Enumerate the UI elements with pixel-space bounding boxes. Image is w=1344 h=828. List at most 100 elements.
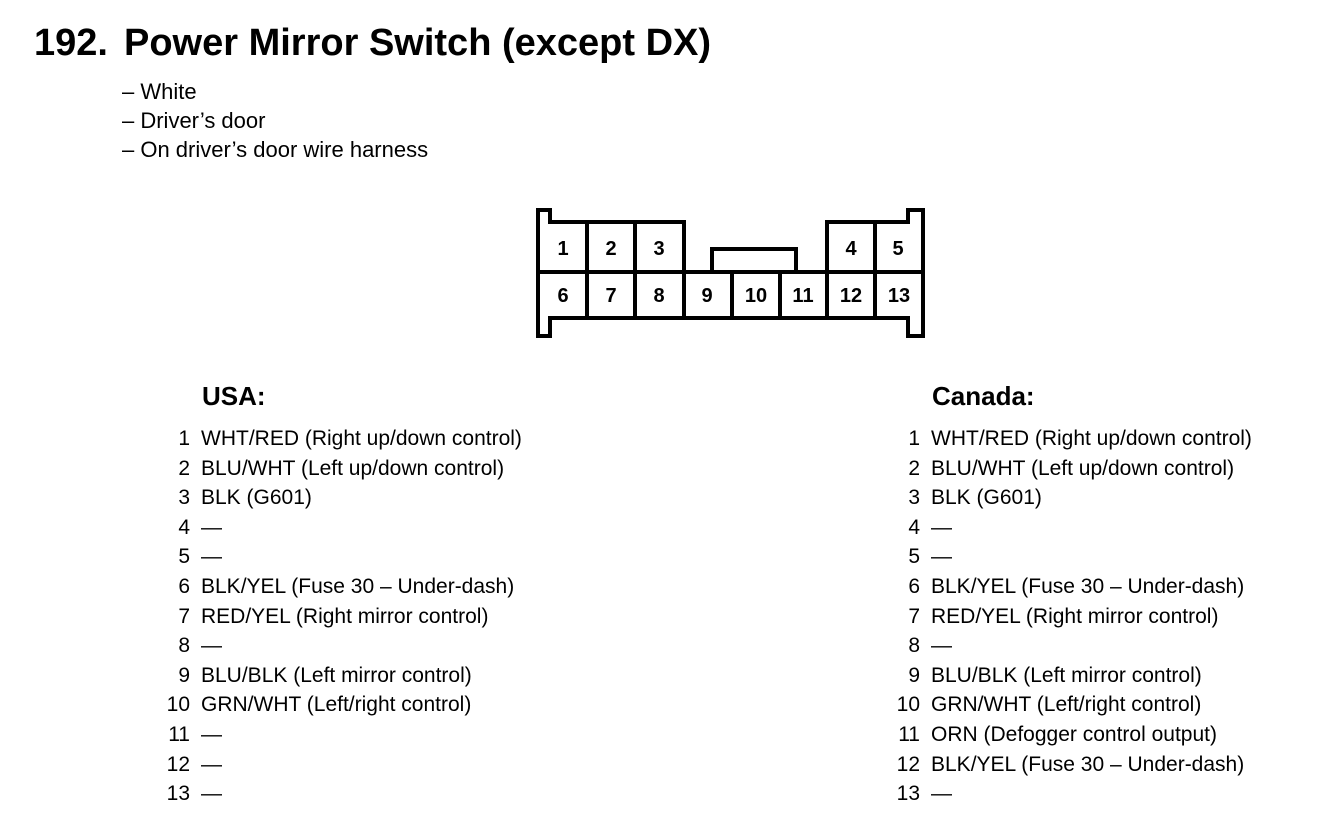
note-harness: – On driver’s door wire harness bbox=[122, 137, 429, 162]
pin-label-4: 4 bbox=[845, 238, 857, 260]
pin-description: — bbox=[201, 782, 222, 806]
pin-description: BLK (G601) bbox=[201, 486, 312, 510]
pin-number: 7 bbox=[178, 604, 190, 628]
list-item: 3 BLK (G601) bbox=[890, 483, 1042, 513]
list-item: 6 BLK/YEL (Fuse 30 – Under-dash) bbox=[160, 572, 514, 602]
list-item: 13 — bbox=[890, 779, 1035, 809]
pin-number: 11 bbox=[898, 722, 920, 746]
pin-number: 2 bbox=[908, 456, 920, 480]
pin-number: 11 bbox=[168, 722, 190, 746]
pin-number: 13 bbox=[166, 782, 190, 806]
pin-description: GRN/WHT (Left/right control) bbox=[201, 693, 472, 717]
pin-number: 1 bbox=[178, 427, 190, 450]
list-item: 1 WHT/RED (Right up/down control) bbox=[160, 424, 522, 454]
pin-number: 13 bbox=[896, 782, 920, 806]
pin-number: 9 bbox=[908, 663, 920, 687]
pin-label-1: 1 bbox=[557, 238, 568, 260]
pin-description: BLK/YEL (Fuse 30 – Under-dash) bbox=[201, 574, 515, 598]
pin-label-10: 10 bbox=[745, 285, 767, 307]
pin-number: 5 bbox=[908, 545, 920, 569]
pin-number: 6 bbox=[178, 574, 190, 598]
pin-number: 2 bbox=[178, 456, 190, 480]
list-item: 2 BLU/WHT (Left up/down control) bbox=[160, 454, 504, 484]
pin-description: BLU/BLK (Left mirror control) bbox=[931, 663, 1202, 687]
list-item: 5— bbox=[890, 542, 1035, 572]
pin-description: BLU/BLK (Left mirror control) bbox=[201, 663, 472, 687]
pin-number: 8 bbox=[178, 634, 190, 658]
page-title: 192. Power Mirror Switch (except DX) bbox=[34, 22, 711, 65]
pin-number: 12 bbox=[896, 752, 920, 776]
list-item: 8— bbox=[160, 631, 266, 661]
list-item: 8— bbox=[890, 631, 1035, 661]
pin-number: 7 bbox=[908, 604, 920, 628]
title-number: 192. bbox=[34, 22, 108, 64]
note-location: – Driver’s door bbox=[122, 108, 266, 133]
pin-number: 10 bbox=[896, 693, 920, 717]
list-item: 4— bbox=[160, 513, 266, 543]
pin-description: BLK/YEL (Fuse 30 – Under-dash) bbox=[931, 752, 1245, 776]
pin-number: 1 bbox=[908, 427, 920, 450]
pin-number: 3 bbox=[178, 486, 190, 510]
usa-heading: USA: bbox=[202, 381, 266, 411]
pin-label-2: 2 bbox=[605, 238, 616, 260]
list-item: 11 — bbox=[160, 720, 266, 750]
pin-label-7: 7 bbox=[605, 285, 616, 307]
pin-description: — bbox=[931, 782, 952, 806]
pin-description: — bbox=[931, 634, 952, 658]
pin-description: BLK/YEL (Fuse 30 – Under-dash) bbox=[931, 574, 1245, 598]
pin-description: — bbox=[931, 515, 952, 539]
pin-description: — bbox=[201, 545, 222, 569]
pin-number: 9 bbox=[178, 663, 190, 687]
list-item: 3 BLK (G601) bbox=[160, 483, 312, 513]
pin-description: RED/YEL (Right mirror control) bbox=[201, 604, 489, 628]
pin-label-3: 3 bbox=[653, 238, 664, 260]
pin-label-13: 13 bbox=[888, 285, 910, 307]
pin-description: — bbox=[201, 752, 222, 776]
pin-description: ORN (Defogger control output) bbox=[931, 722, 1217, 746]
pin-description: — bbox=[201, 515, 222, 539]
pin-number: 3 bbox=[908, 486, 920, 510]
pin-label-11: 11 bbox=[792, 285, 813, 307]
list-item: 6 BLK/YEL (Fuse 30 – Under-dash) bbox=[890, 572, 1244, 602]
pin-description: — bbox=[201, 722, 222, 746]
list-item: 4— bbox=[890, 513, 1035, 543]
list-item: 1 WHT/RED (Right up/down control) bbox=[890, 424, 1252, 454]
list-item: 2 BLU/WHT (Left up/down control) bbox=[890, 454, 1234, 484]
list-item: 5— bbox=[160, 542, 266, 572]
list-item: 11 ORN (Defogger control output) bbox=[890, 720, 1217, 750]
title-text: Power Mirror Switch (except DX) bbox=[124, 22, 712, 64]
list-item: 10 GRN/WHT (Left/right control) bbox=[160, 690, 472, 720]
pin-number: 8 bbox=[908, 634, 920, 658]
pin-description: BLU/WHT (Left up/down control) bbox=[931, 456, 1235, 480]
list-item: 9 BLU/BLK (Left mirror control) bbox=[160, 661, 471, 691]
list-item: 13 — bbox=[160, 779, 266, 809]
pin-number: 4 bbox=[908, 515, 920, 539]
connector-face-diagram: 1 2 3 4 5 6 7 8 9 10 11 12 13 bbox=[536, 208, 925, 338]
pin-description: WHT/RED (Right up/down control) bbox=[931, 427, 1252, 450]
pin-number: 4 bbox=[178, 515, 190, 539]
pin-description: WHT/RED (Right up/down control) bbox=[201, 427, 522, 450]
pin-description: — bbox=[201, 634, 222, 658]
list-item: 10 GRN/WHT (Left/right control) bbox=[890, 690, 1202, 720]
pin-number: 12 bbox=[166, 752, 190, 776]
list-item: 7 RED/YEL (Right mirror control) bbox=[160, 602, 488, 632]
list-item: 12 BLK/YEL (Fuse 30 – Under-dash) bbox=[890, 750, 1245, 780]
pin-label-12: 12 bbox=[840, 285, 862, 307]
pin-number: 6 bbox=[908, 574, 920, 598]
note-color: – White bbox=[122, 79, 197, 104]
list-item: 9 BLU/BLK (Left mirror control) bbox=[890, 661, 1201, 691]
pin-description: BLK (G601) bbox=[931, 486, 1042, 510]
pin-number: 10 bbox=[166, 693, 190, 717]
pin-label-8: 8 bbox=[653, 285, 664, 307]
pin-label-6: 6 bbox=[557, 285, 568, 307]
list-item: 12 — bbox=[160, 750, 266, 780]
canada-heading: Canada: bbox=[932, 381, 1035, 411]
pin-description: BLU/WHT (Left up/down control) bbox=[201, 456, 505, 480]
pin-description: — bbox=[931, 545, 952, 569]
connector-notes: – White – Driver’s door – On driver’s do… bbox=[122, 77, 428, 164]
pin-number: 5 bbox=[178, 545, 190, 569]
pin-description: GRN/WHT (Left/right control) bbox=[931, 693, 1202, 717]
pin-label-9: 9 bbox=[701, 285, 712, 307]
